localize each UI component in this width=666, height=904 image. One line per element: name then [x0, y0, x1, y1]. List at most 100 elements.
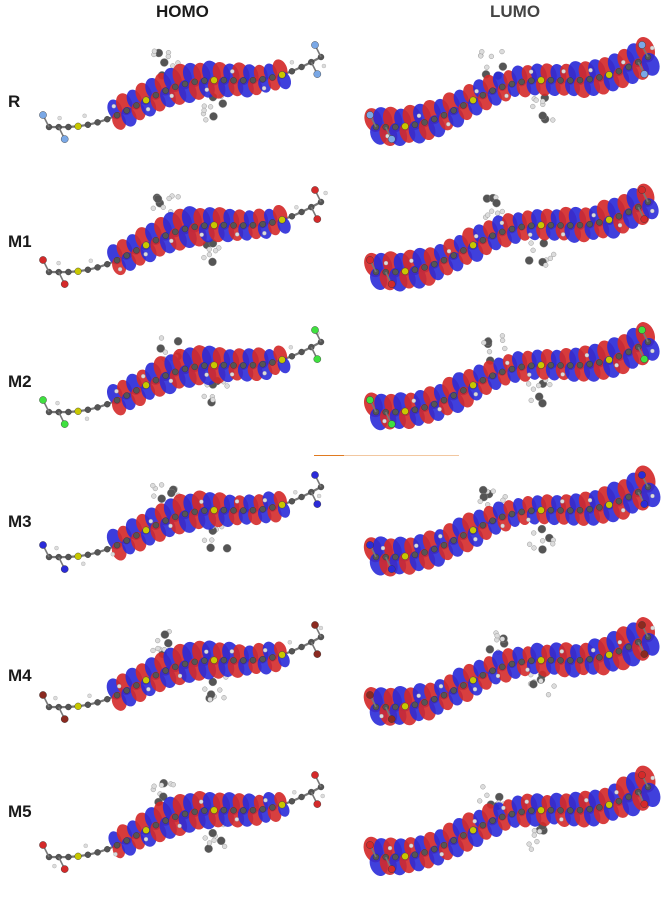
carbon-atom — [172, 368, 179, 376]
hydrogen-atom — [170, 782, 176, 788]
carbon-atom — [113, 396, 121, 404]
carbon-atom — [489, 817, 496, 824]
carbon-atom — [596, 74, 603, 81]
hydrogen-atom — [320, 793, 325, 799]
carbon-atom — [191, 658, 198, 666]
carbon-atom — [450, 837, 457, 844]
carbon-atom — [204, 844, 213, 853]
carbon-atom — [104, 115, 111, 123]
carbon-atom — [181, 80, 189, 88]
hydrogen-atom — [162, 349, 168, 355]
carbon-atom — [528, 657, 535, 664]
hydrogen-atom — [316, 493, 322, 499]
homo-orbital-m3 — [35, 455, 335, 590]
hydrogen-atom — [289, 60, 295, 65]
hydrogen-atom — [531, 832, 537, 838]
hydrogen-atom — [536, 382, 542, 389]
row-label-m3: M3 — [8, 512, 32, 531]
hydrogen-atom — [480, 784, 486, 790]
hydrogen-atom — [550, 541, 556, 547]
carbon-atom — [123, 537, 130, 544]
carbon-atom — [489, 232, 496, 239]
terminal-atom — [39, 256, 47, 264]
hydrogen-atom — [56, 260, 61, 266]
carbon-atom — [133, 832, 140, 839]
carbon-atom — [392, 553, 399, 561]
hydrogen-atom — [229, 649, 235, 654]
hydrogen-atom — [489, 208, 495, 214]
carbon-atom — [615, 68, 623, 75]
sulfur-atom — [210, 506, 218, 514]
carbon-atom — [586, 76, 593, 83]
carbon-atom — [460, 532, 467, 539]
terminal-atom — [638, 771, 646, 779]
sulfur-atom — [469, 826, 477, 834]
terminal-atom — [387, 865, 396, 873]
carbon-atom — [596, 219, 603, 226]
carbon-atom — [259, 221, 266, 228]
carbon-atom — [538, 399, 547, 408]
carbon-atom — [104, 545, 111, 553]
carbon-atom — [84, 266, 92, 274]
terminal-atom — [638, 621, 646, 629]
carbon-atom — [537, 524, 547, 534]
hydrogen-atom — [526, 517, 531, 522]
carbon-atom — [479, 492, 489, 502]
hydrogen-atom — [540, 98, 546, 104]
carbon-atom — [528, 807, 535, 814]
hydrogen-atom — [380, 545, 386, 551]
sulfur-atom — [537, 806, 545, 814]
carbon-atom — [152, 91, 160, 99]
carbon-atom — [84, 406, 92, 414]
sulfur-atom — [210, 361, 218, 369]
hydrogen-atom — [560, 499, 565, 504]
hydrogen-atom — [206, 840, 213, 846]
sulfur-atom — [74, 852, 82, 860]
hydrogen-atom — [416, 693, 421, 698]
hydrogen-atom — [234, 817, 239, 822]
hydrogen-atom — [500, 497, 506, 503]
hydrogen-atom — [584, 353, 590, 358]
hydrogen-atom — [262, 231, 267, 236]
hydrogen-atom — [201, 393, 207, 400]
hydrogen-atom — [530, 103, 536, 110]
hydrogen-atom — [614, 363, 619, 368]
carbon-atom — [133, 102, 140, 109]
carbon-atom — [615, 798, 623, 805]
hydrogen-atom — [213, 248, 219, 254]
sulfur-atom — [210, 656, 218, 664]
carbon-atom — [162, 517, 169, 524]
carbon-atom — [450, 687, 457, 694]
carbon-atom — [84, 851, 92, 859]
sulfur-atom — [401, 552, 409, 560]
hydrogen-atom — [500, 337, 506, 344]
sulfur-atom — [142, 381, 150, 389]
carbon-atom — [534, 392, 544, 401]
carbon-atom — [230, 362, 237, 369]
carbon-atom — [495, 792, 504, 802]
sulfur-atom — [142, 96, 150, 104]
hydrogen-atom — [145, 107, 151, 112]
carbon-atom — [206, 543, 215, 553]
hydrogen-atom — [527, 541, 533, 547]
hydrogen-atom — [545, 692, 552, 698]
orbital-drawing — [39, 771, 325, 873]
hydrogen-atom — [550, 117, 556, 123]
terminal-atom — [640, 355, 649, 363]
hydrogen-atom — [201, 103, 207, 109]
hydrogen-atom — [169, 93, 174, 99]
carbon-atom — [499, 663, 506, 671]
carbon-atom — [440, 111, 448, 119]
homo-orbital-m4 — [35, 605, 335, 740]
carbon-atom — [508, 510, 516, 518]
carbon-atom — [547, 222, 555, 229]
carbon-atom — [55, 703, 62, 711]
carbon-atom — [288, 498, 296, 505]
carbon-atom — [547, 657, 555, 664]
sulfur-atom — [74, 702, 82, 710]
hydrogen-atom — [551, 683, 557, 689]
hydrogen-atom — [472, 687, 478, 692]
carbon-atom — [625, 643, 632, 651]
lumo-column-header: LUMO — [490, 2, 541, 21]
carbon-atom — [123, 837, 130, 844]
